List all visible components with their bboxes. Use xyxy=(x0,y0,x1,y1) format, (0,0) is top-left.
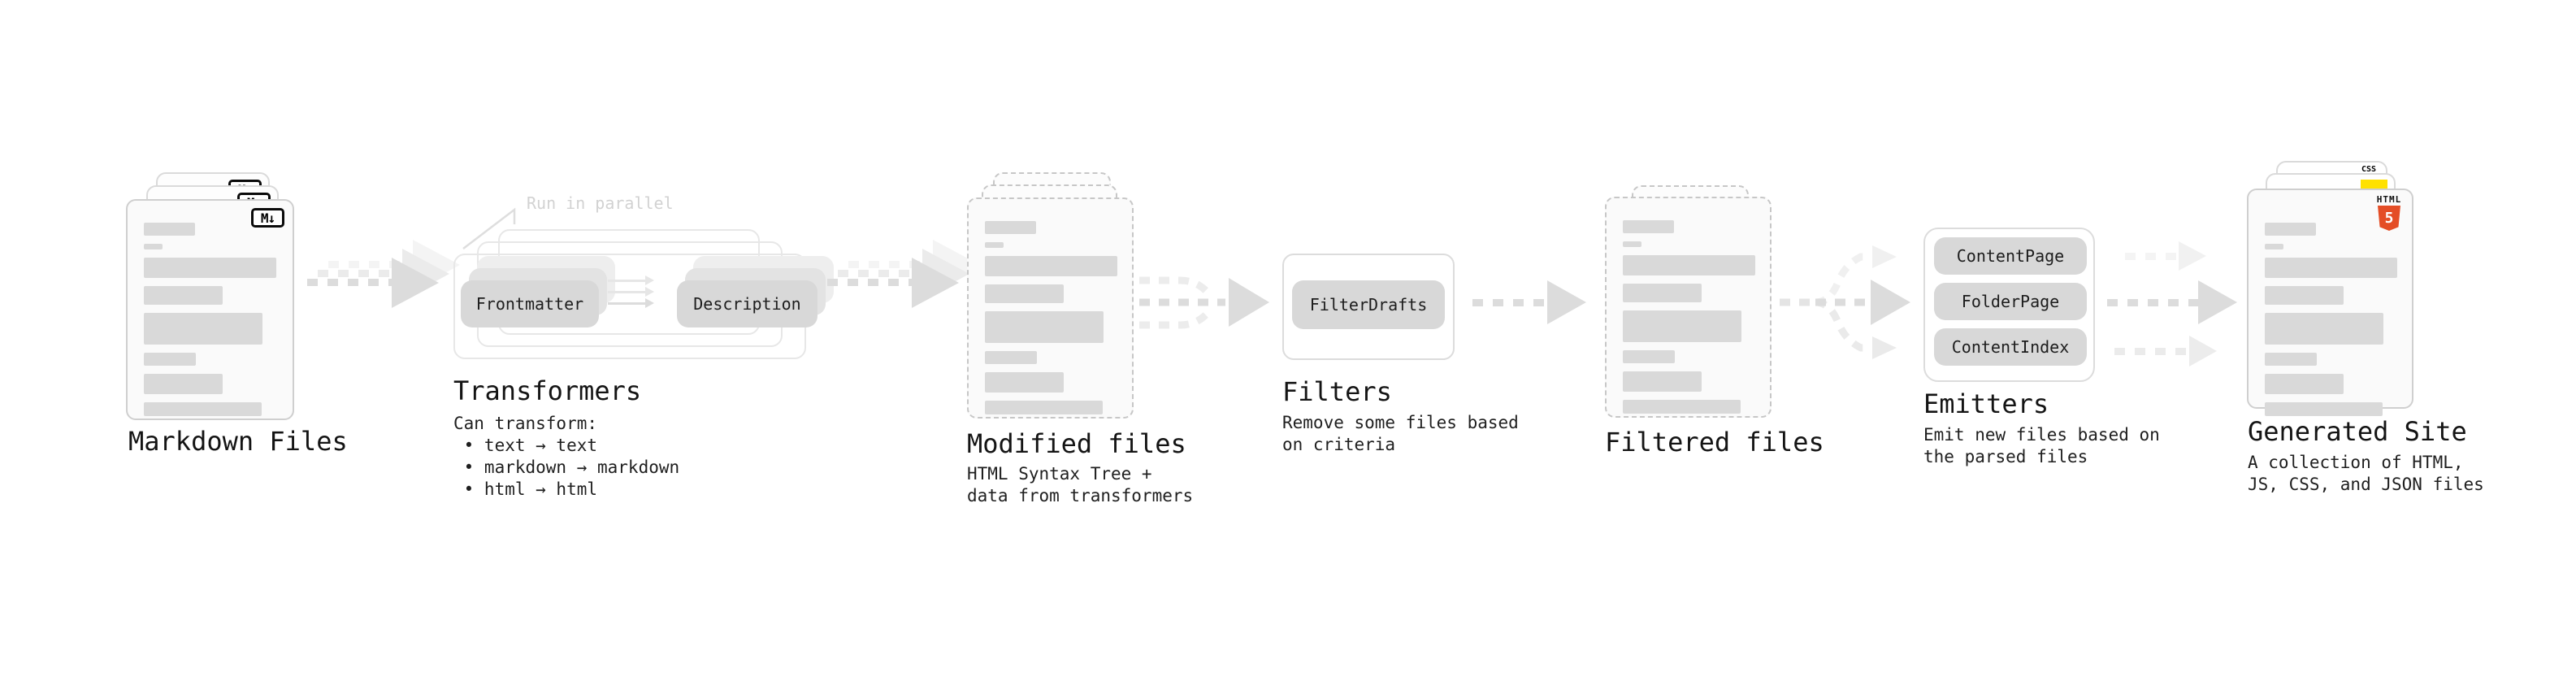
parallel-arrow-icon xyxy=(608,287,654,297)
markdown-icon: M↓ xyxy=(251,208,284,228)
run-in-parallel-label: Run in parallel xyxy=(527,193,674,213)
arrow-dash-icon xyxy=(838,270,922,277)
html5-icon: HTML 5 xyxy=(2374,195,2404,231)
arrow-dash-icon xyxy=(2125,253,2179,260)
arrow-dash-icon xyxy=(1472,299,1547,306)
arrow-dash-icon xyxy=(827,279,912,286)
parallel-arrow-icon xyxy=(608,298,654,308)
stage-title-markdown-files: Markdown Files xyxy=(128,426,348,457)
modified-file-card xyxy=(967,197,1134,419)
arrow-head-icon xyxy=(392,258,439,308)
annotation-leader-line xyxy=(462,207,516,249)
file-content-bars xyxy=(2265,223,2397,416)
split-arrow-icon xyxy=(1780,245,1910,359)
arrow-head-icon xyxy=(2189,336,2217,367)
stage-title-transformers: Transformers xyxy=(453,375,642,406)
stage-title-emitters: Emitters xyxy=(1923,388,2049,419)
emitter-contentpage-pill: ContentPage xyxy=(1934,237,2087,275)
file-content-bars xyxy=(144,223,276,416)
stage-title-filtered-files: Filtered files xyxy=(1605,427,1824,458)
arrow-dash-icon xyxy=(328,261,413,268)
emitter-contentindex-pill: ContentIndex xyxy=(1934,328,2087,366)
arrow-head-icon xyxy=(2179,241,2206,271)
generated-html-card: HTML 5 xyxy=(2247,189,2413,416)
arrow-dash-icon xyxy=(2107,299,2198,306)
arrow-head-icon xyxy=(1547,280,1586,324)
filtered-file-card xyxy=(1605,197,1772,418)
filter-drafts-pill: FilterDrafts xyxy=(1292,280,1445,329)
arrow-head-icon xyxy=(2198,280,2237,324)
file-content-bars xyxy=(1623,220,1755,414)
stage-title-generated-site: Generated Site xyxy=(2248,416,2467,447)
arrow-dash-icon xyxy=(318,270,402,277)
modified-files-description: HTML Syntax Tree + data from transformer… xyxy=(967,464,1194,505)
arrow-dash-icon xyxy=(307,279,392,286)
transformers-description: Can transform: • text → text • markdown … xyxy=(453,414,680,499)
arrow-head-icon xyxy=(912,258,959,308)
arrow-dash-icon xyxy=(2114,348,2189,355)
filters-description: Remove some files based on criteria xyxy=(1282,413,1519,454)
generated-site-description: A collection of HTML, JS, CSS, and JSON … xyxy=(2248,453,2484,494)
arrow-dash-icon xyxy=(848,261,933,268)
emitters-description: Emit new files based on the parsed files xyxy=(1923,425,2160,466)
parallel-arrow-icon xyxy=(608,275,654,285)
markdown-file-card: M↓ xyxy=(126,199,294,420)
emitter-folderpage-pill: FolderPage xyxy=(1934,283,2087,320)
stage-title-modified-files: Modified files xyxy=(967,428,1186,459)
file-content-bars xyxy=(985,221,1117,414)
transformer-frontmatter-pill: Frontmatter xyxy=(461,280,599,327)
merge-arrow-icon xyxy=(1139,276,1269,329)
transformer-description-pill: Description xyxy=(677,280,817,327)
stage-title-filters: Filters xyxy=(1282,376,1392,407)
